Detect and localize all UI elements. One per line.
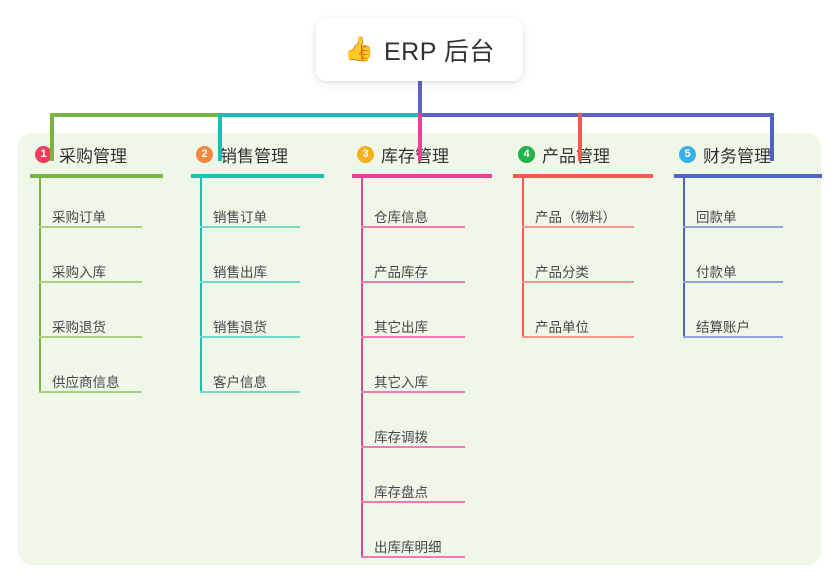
branch-rule-5 [674, 174, 822, 178]
leaf-label[interactable]: 客户信息 [213, 375, 267, 390]
leaf-underline [522, 281, 634, 283]
branch-column-5: 5 财务管理回款单付款单结算账户 [662, 141, 822, 338]
leaf-underline [361, 226, 465, 228]
branch-badge-2: 2 [196, 145, 213, 163]
leaf-label[interactable]: 销售退货 [213, 320, 267, 335]
branch-spine-4 [522, 177, 524, 338]
leaf-underline [361, 391, 465, 393]
leaf-label[interactable]: 产品单位 [535, 320, 589, 335]
leaf-label[interactable]: 产品（物料） [535, 210, 616, 225]
branch-rule-2 [191, 174, 324, 178]
branch-rule-1 [30, 174, 163, 178]
branch-spine-3 [361, 177, 363, 558]
leaf-label[interactable]: 销售出库 [213, 265, 267, 280]
branch-heading-3[interactable]: 3 库存管理 [340, 141, 500, 167]
branch-title-4: 产品管理 [542, 146, 610, 166]
branch-spine-5 [683, 177, 685, 338]
leaf-underline [361, 336, 465, 338]
root-node-label: ERP 后台 [383, 37, 495, 66]
branch-column-4: 4 产品管理产品（物料） 产品分类产品单位 [501, 141, 661, 338]
branch-badge-4: 4 [518, 145, 535, 163]
branch-title-5: 财务管理 [703, 146, 771, 166]
root-node[interactable]: 👍 ERP 后台 [316, 18, 523, 81]
drop-col-3 [418, 113, 422, 161]
leaf-label[interactable]: 付款单 [696, 265, 737, 280]
branch-spine-2 [200, 177, 202, 393]
branch-badge-5: 5 [679, 145, 696, 163]
root-stem [418, 81, 422, 114]
leaf-label[interactable]: 销售订单 [213, 210, 267, 225]
drop-col-1 [50, 113, 54, 161]
branch-column-3: 3 库存管理仓库信息产品库存其它出库其它入库库存调拨库存盘点出库库明细 [340, 141, 500, 558]
leaf-label[interactable]: 库存调拨 [374, 430, 428, 445]
leaf-underline [39, 226, 142, 228]
branch-rule-4 [513, 174, 653, 178]
drop-col-4 [578, 113, 582, 161]
branch-heading-2[interactable]: 2 销售管理 [179, 141, 339, 167]
leaf-underline [39, 391, 142, 393]
leaf-label[interactable]: 其它入库 [374, 375, 428, 390]
leaf-underline [200, 391, 300, 393]
leaf-label[interactable]: 出库库明细 [374, 540, 442, 555]
branch-title-2: 销售管理 [220, 146, 288, 166]
leaf-underline [39, 281, 142, 283]
bus-left-green [50, 113, 218, 117]
leaf-underline [683, 226, 783, 228]
leaf-underline [683, 336, 783, 338]
leaf-underline [361, 501, 465, 503]
branch-rule-3 [352, 174, 492, 178]
mindmap-panel [18, 133, 821, 565]
branch-heading-1[interactable]: 1 采购管理 [18, 141, 178, 167]
drop-col-2 [218, 113, 222, 161]
branch-column-1: 1 采购管理采购订单采购入库采购退货供应商信息 [18, 141, 178, 393]
leaf-underline [522, 336, 634, 338]
branch-badge-1: 1 [35, 145, 52, 163]
leaf-label[interactable]: 其它出库 [374, 320, 428, 335]
thumbs-up-icon: 👍 [344, 35, 374, 63]
drop-col-5 [770, 113, 774, 161]
branch-spine-1 [39, 177, 41, 393]
leaf-underline [361, 556, 465, 558]
leaf-label[interactable]: 回款单 [696, 210, 737, 225]
leaf-underline [39, 336, 142, 338]
leaf-label[interactable]: 结算账户 [696, 320, 750, 335]
leaf-label[interactable]: 产品库存 [374, 265, 428, 280]
leaf-underline [361, 446, 465, 448]
branch-title-1: 采购管理 [59, 146, 127, 166]
leaf-label[interactable]: 供应商信息 [52, 375, 120, 390]
branch-heading-4[interactable]: 4 产品管理 [501, 141, 661, 167]
branch-column-2: 2 销售管理销售订单销售出库销售退货客户信息 [179, 141, 339, 393]
leaf-underline [522, 226, 634, 228]
branch-heading-5[interactable]: 5 财务管理 [662, 141, 822, 167]
leaf-label[interactable]: 仓库信息 [374, 210, 428, 225]
bus-mid-teal [218, 113, 418, 117]
bus-right-blue [418, 113, 772, 117]
branch-badge-3: 3 [357, 145, 374, 163]
leaf-underline [683, 281, 783, 283]
leaf-label[interactable]: 产品分类 [535, 265, 589, 280]
leaf-label[interactable]: 采购入库 [52, 265, 106, 280]
leaf-underline [361, 281, 465, 283]
branch-title-3: 库存管理 [381, 146, 449, 166]
leaf-label[interactable]: 采购退货 [52, 320, 106, 335]
leaf-label[interactable]: 库存盘点 [374, 485, 428, 500]
leaf-underline [200, 226, 300, 228]
leaf-label[interactable]: 采购订单 [52, 210, 106, 225]
leaf-underline [200, 336, 300, 338]
leaf-underline [200, 281, 300, 283]
